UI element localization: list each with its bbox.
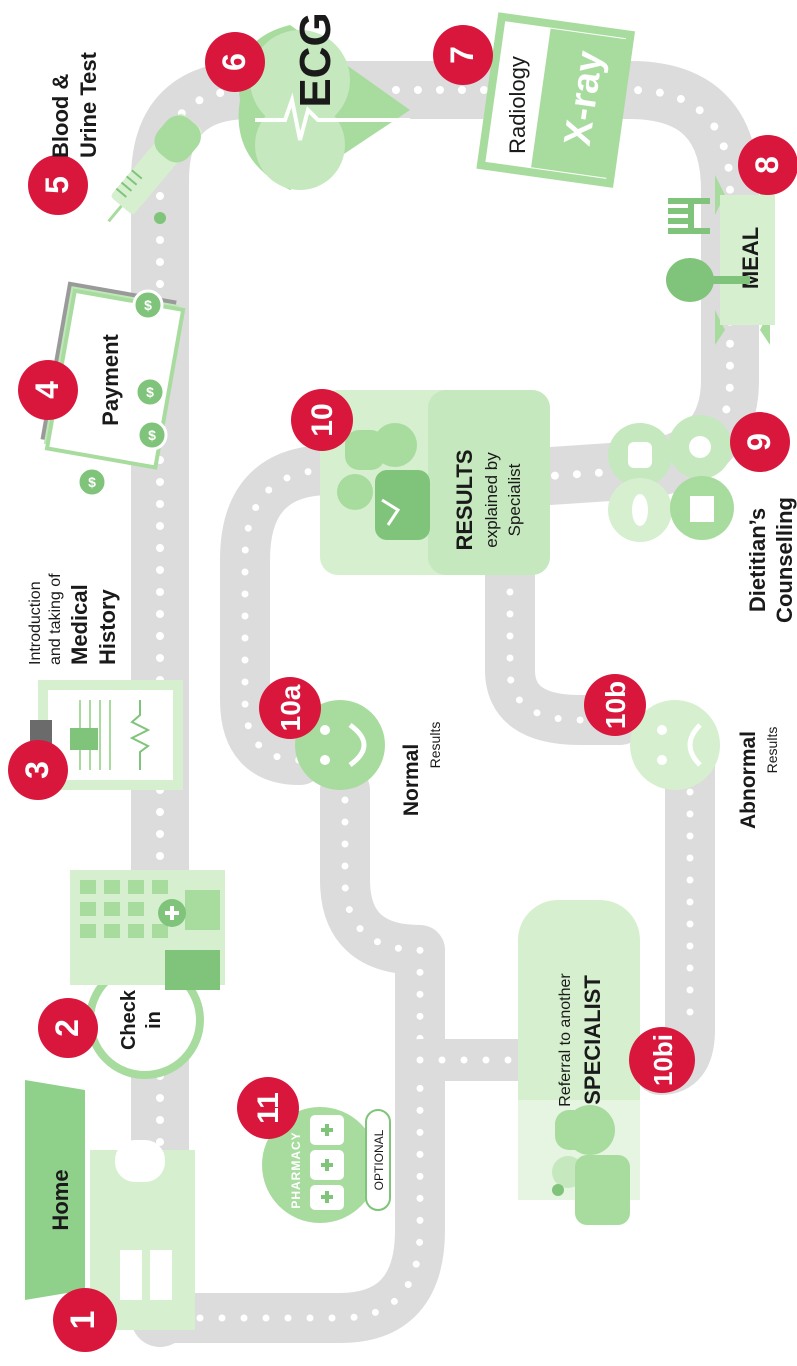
coin-symbol: $ — [146, 384, 154, 400]
bottom-road-dots — [196, 1056, 424, 1322]
step-10bi-badge — [629, 1027, 695, 1093]
specialist-icon — [552, 1105, 630, 1225]
optional-label: OPTIONAL — [372, 1129, 386, 1190]
step-3-bold-line2: History — [95, 588, 120, 665]
drop-icon — [154, 212, 166, 224]
step-10a-small: Results — [427, 722, 443, 769]
step-3-number: 3 — [19, 761, 55, 779]
coin-symbol: $ — [148, 427, 156, 443]
doctor-patient-icon — [337, 423, 430, 540]
step-payment: Payment $ $ $ $ 4 — [18, 281, 186, 498]
step-2-label-line2: in — [143, 1011, 165, 1029]
step-check-in: Check in 2 — [38, 870, 225, 1079]
house-door — [115, 1140, 165, 1182]
abnormal-exit-road — [635, 735, 715, 1095]
step-9-label-line1: Dietitian’s — [745, 508, 770, 612]
step-meal: MEAL 8 — [666, 135, 797, 345]
step-10a-number: 10a — [275, 684, 306, 731]
step-10-badge — [291, 389, 353, 451]
step-3-badge — [8, 740, 68, 800]
normal-branch-dots — [241, 466, 334, 764]
step-dietitian: 9 Dietitian’s Counselling — [608, 412, 797, 623]
pharmacy-label: PHARMACY — [289, 1131, 303, 1208]
step-7-badge — [433, 25, 493, 85]
step-3-bold-line1: Medical — [67, 584, 92, 665]
step-ecg: ECG 6 — [205, 12, 410, 190]
syringe-icon — [107, 113, 202, 223]
house-roof — [25, 1080, 85, 1300]
step-9-number: 9 — [741, 433, 777, 451]
spoon-icon — [666, 258, 750, 302]
step-3-small-line1: Introduction — [27, 581, 44, 665]
meal-tray — [720, 195, 775, 325]
step-1-label: Home — [48, 1169, 73, 1230]
step-10bi-bold: SPECIALIST — [580, 975, 605, 1105]
xray-film — [531, 28, 628, 179]
house-window — [120, 1250, 142, 1300]
step-normal-results: 10a Normal Results — [259, 677, 443, 816]
normal-exit-road — [320, 765, 445, 1085]
abnormal-branch-road — [485, 545, 645, 745]
coin-icons: $ $ $ $ — [76, 289, 168, 498]
step-4-number: 4 — [29, 381, 65, 399]
step-radiology: Radiology X-ray 7 — [433, 12, 636, 188]
step-10a-badge — [259, 677, 321, 739]
step-10-line3: Specialist — [505, 463, 524, 536]
step-medical-history: 3 Introduction and taking of Medical His… — [8, 573, 183, 800]
step-6-label: ECG — [291, 12, 340, 107]
step-1-number: 1 — [64, 1311, 102, 1330]
optional-tag — [365, 1109, 391, 1211]
step-5-label-line1: Blood & — [48, 74, 73, 158]
step-results: RESULTS explained by Specialist 10 — [291, 389, 550, 575]
step-6-number: 6 — [216, 53, 252, 71]
smile-face-icon — [295, 700, 385, 790]
step-6-badge — [205, 32, 265, 92]
step-10bi-number: 10bi — [648, 1034, 678, 1086]
step-5-number: 5 — [39, 176, 75, 194]
step-abnormal-results: 10b Abnormal Results — [584, 674, 780, 829]
medicine-bottles — [310, 1115, 344, 1210]
step-5-label-line2: Urine Test — [76, 51, 101, 158]
step-8-number: 8 — [749, 156, 785, 174]
fork-icon — [668, 198, 710, 234]
step-10b-bold: Abnormal — [737, 731, 760, 829]
step-blood-urine-test: 5 Blood & Urine Test — [28, 51, 202, 224]
step-2-number: 2 — [49, 1019, 85, 1037]
coin-symbol: $ — [88, 474, 96, 490]
step-10b-small: Results — [764, 727, 780, 774]
step-2-badge — [38, 998, 98, 1058]
step-8-badge — [738, 135, 797, 195]
step-10-number: 10 — [306, 403, 339, 436]
step-home: Home 1 — [25, 1080, 195, 1352]
step-pharmacy: PHARMACY OPTIONAL 11 — [237, 1077, 391, 1223]
step-4-label: Payment — [98, 333, 123, 425]
step-10bi-small: Referral to another — [557, 973, 574, 1107]
step-9-badge — [730, 412, 790, 472]
step-4-badge — [18, 360, 78, 420]
step-5-badge — [28, 155, 88, 215]
step-10b-number: 10b — [600, 681, 631, 729]
step-7-number: 7 — [444, 46, 480, 64]
step-9-label-line2: Counselling — [772, 497, 797, 623]
step-11-number: 11 — [252, 1092, 285, 1124]
house-window — [150, 1250, 172, 1300]
step-11-badge — [237, 1077, 299, 1139]
step-2-label-line1: Check — [118, 989, 140, 1050]
step-10-bold: RESULTS — [452, 449, 477, 550]
sad-face-icon — [630, 700, 720, 790]
step-10b-badge — [584, 674, 646, 736]
normal-exit-dots — [341, 796, 424, 1064]
step-10-line2: explained by — [482, 452, 501, 548]
coin-symbol: $ — [144, 297, 152, 313]
step-3-small-line2: and taking of — [47, 573, 64, 665]
step-7-label: Radiology — [505, 56, 530, 154]
step-referral: Referral to another SPECIALIST 10bi — [518, 900, 695, 1225]
step-10a-bold: Normal — [400, 744, 423, 816]
step-1-badge — [53, 1288, 117, 1352]
